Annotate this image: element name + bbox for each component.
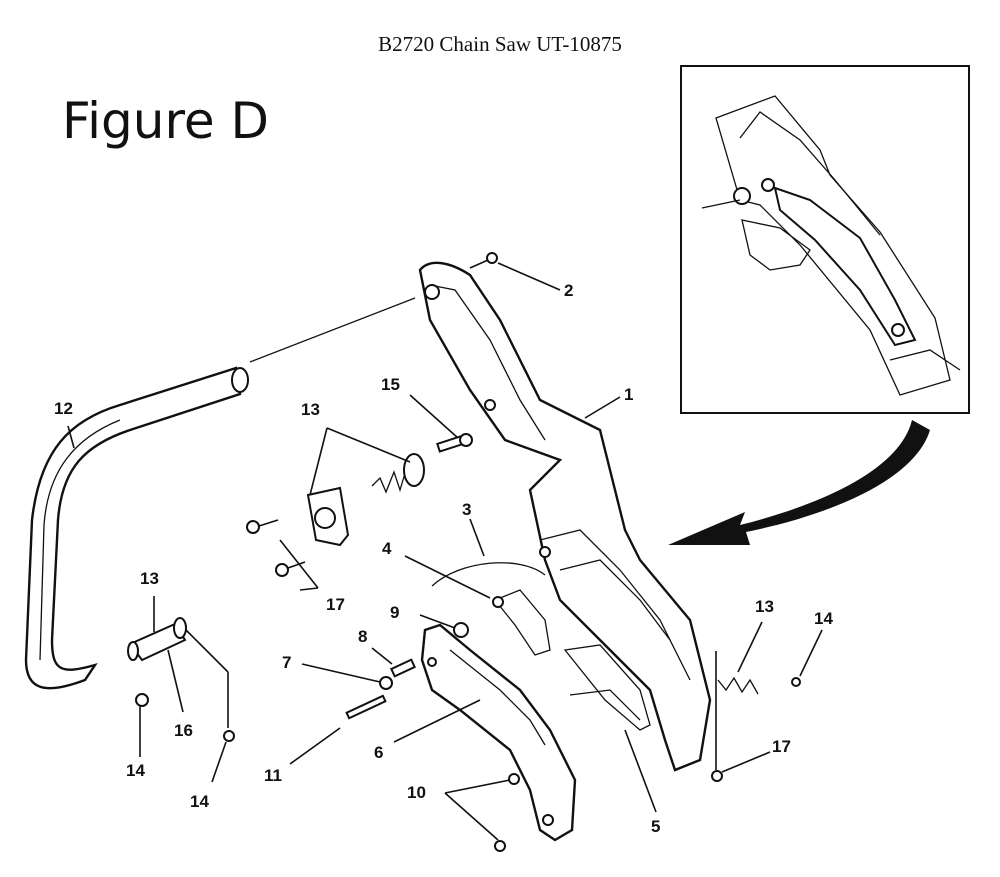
callout-15: 15 [381, 375, 400, 394]
callout-16: 16 [174, 721, 193, 740]
callout-13-left: 13 [140, 569, 159, 588]
inset-detail-view [680, 65, 970, 414]
screws-part-10 [494, 773, 520, 852]
grip-cover-part-6 [420, 623, 577, 842]
screw-part-2 [469, 252, 498, 269]
callout-8: 8 [358, 627, 367, 646]
callout-13-right: 13 [755, 597, 774, 616]
callout-14-bottom: 14 [190, 792, 209, 811]
leader-lines [67, 262, 823, 841]
callout-6: 6 [374, 743, 383, 762]
callout-10: 10 [407, 783, 426, 802]
trigger-part-5 [563, 644, 651, 731]
callout-17-left: 17 [326, 595, 345, 614]
right-spring-assembly [711, 651, 801, 782]
callout-9: 9 [390, 603, 399, 622]
callout-5: 5 [651, 817, 660, 836]
callout-3: 3 [462, 500, 471, 519]
callout-2: 2 [564, 281, 573, 300]
callout-11: 11 [264, 766, 282, 785]
front-handlebar-part [24, 366, 249, 690]
callout-7: 7 [282, 653, 291, 672]
handlebar-clamp-assembly [127, 617, 235, 742]
cable-part-3 [431, 562, 546, 587]
callout-14-left: 14 [126, 761, 145, 780]
document-header: B2720 Chain Saw UT-10875 [378, 32, 622, 56]
fasteners-7-8-9-11 [345, 622, 469, 720]
callout-13-top: 13 [301, 400, 320, 419]
detail-arrow [668, 420, 930, 545]
callout-14-right: 14 [814, 609, 833, 628]
rear-handle-part [418, 261, 712, 772]
spring-assembly-13 [306, 453, 425, 547]
callout-4: 4 [382, 539, 392, 558]
bolt-part-15 [436, 433, 473, 453]
figure-title: Figure D [62, 92, 270, 150]
screws-part-17-left [246, 519, 306, 577]
callout-17-right: 17 [772, 737, 791, 756]
callout-12: 12 [54, 399, 73, 418]
lever-part-4 [492, 589, 551, 656]
callout-1: 1 [624, 385, 633, 404]
